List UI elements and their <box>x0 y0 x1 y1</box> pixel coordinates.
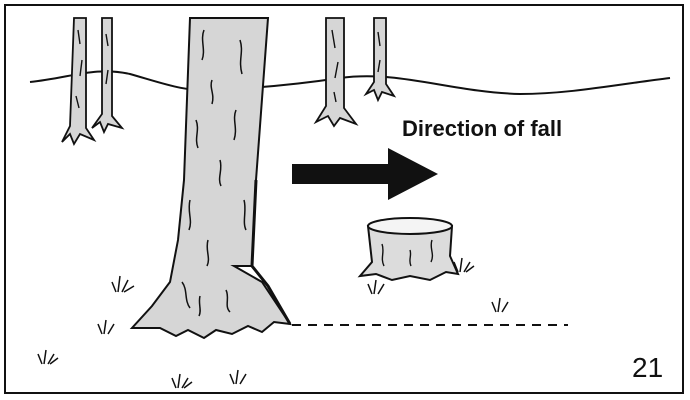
direction-arrow-icon <box>292 148 438 200</box>
grass-icon <box>37 257 509 389</box>
background-tree <box>61 17 97 147</box>
page-number: 21 <box>632 352 664 383</box>
stump-icon <box>357 217 460 282</box>
background-tree <box>91 17 125 135</box>
direction-of-fall-label: Direction of fall <box>402 116 563 141</box>
background-tree <box>363 17 397 103</box>
background-tree <box>313 17 359 128</box>
tree-trunk-icon <box>129 17 293 340</box>
horizon-line <box>29 70 671 96</box>
